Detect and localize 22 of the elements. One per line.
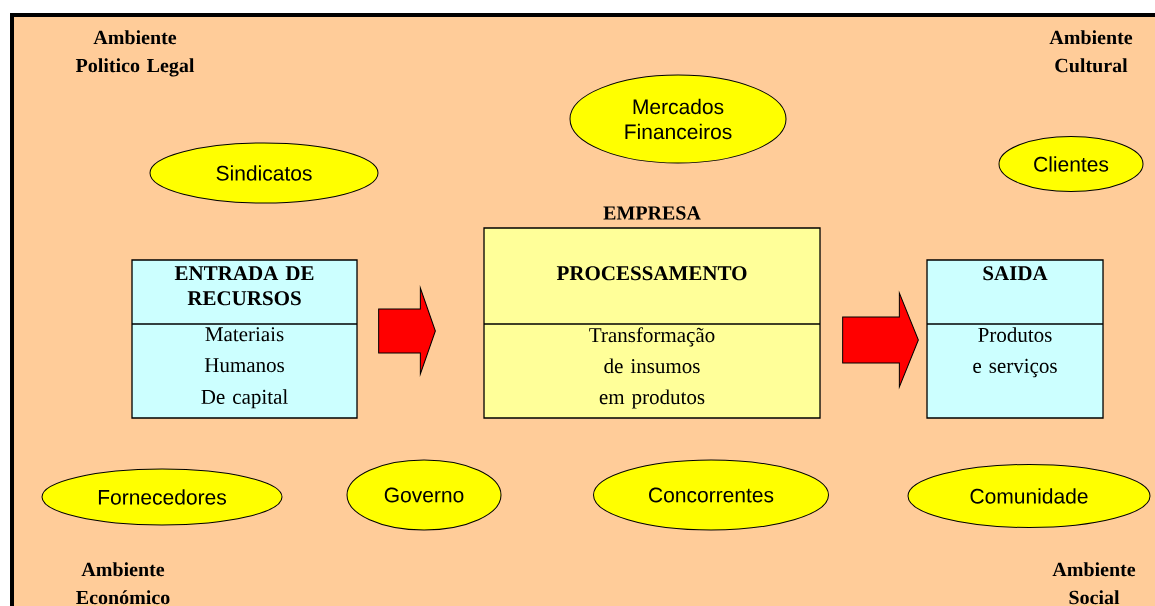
box-text: Humanos xyxy=(204,358,284,373)
corner-label: Ambiente Social xyxy=(1052,562,1136,605)
oval: Fornecedores xyxy=(41,468,283,526)
oval: Sindicatos xyxy=(149,142,379,204)
corner-label: Ambiente Politico Legal xyxy=(75,30,195,77)
box-text: Materiais xyxy=(205,327,284,342)
block-arrow xyxy=(842,292,919,388)
oval: Comunidade xyxy=(907,464,1151,528)
oval: Governo xyxy=(346,459,502,531)
box-text: Produtos e serviços xyxy=(973,327,1057,378)
box-text: Transformação de insumos em produtos xyxy=(589,327,715,409)
oval: Concorrentes xyxy=(593,459,829,531)
corner-label: Ambiente Cultural xyxy=(1049,30,1133,73)
box-title: PROCESSAMENTO xyxy=(556,266,747,281)
oval: Clientes xyxy=(998,136,1144,192)
box-heading: EMPRESA xyxy=(603,206,701,220)
box-text: De capital xyxy=(201,389,288,409)
block-arrow xyxy=(378,287,436,375)
box-title: SAIDA xyxy=(983,266,1048,281)
oval: Mercados Financeiros xyxy=(569,74,787,164)
corner-label: Ambiente Económico xyxy=(76,562,170,605)
box-title: ENTRADA DE RECURSOS xyxy=(174,266,314,306)
